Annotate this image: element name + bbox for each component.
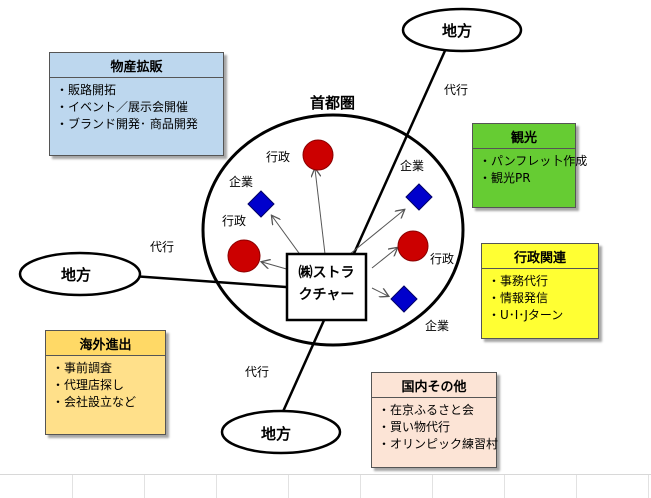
gov-label-right: 行政: [430, 252, 455, 266]
box-kanko-item: ・観光PR: [479, 171, 531, 185]
box-gyosei-item: ・事務代行: [488, 274, 549, 288]
corp-diamond-bottom: [390, 285, 418, 313]
region-left-ellipse: [18, 251, 142, 297]
box-gyosei-title: 行政関連: [482, 244, 598, 269]
proxy-label-bottom: 代行: [245, 365, 270, 379]
arrow-to-gov-left: [262, 262, 291, 271]
box-bussan-item: ・イベント／展示会開催: [56, 100, 189, 114]
gov-label-top: 行政: [266, 150, 291, 164]
metro-label: 首都圏: [310, 94, 356, 112]
region-top-label: 地方: [442, 22, 473, 40]
arrow-to-corp-right: [349, 210, 404, 255]
region-bottom-label: 地方: [261, 425, 292, 443]
gov-circle-right: [397, 230, 429, 262]
company-box: [285, 252, 368, 322]
arrow-to-gov-right: [371, 248, 397, 269]
box-kokunai: 国内その他 ・在京ふるさと会 ・買い物代行 ・オリンピック練習村: [371, 372, 499, 468]
corp-label-left: 企業: [229, 175, 254, 189]
corp-label-bottom: 企業: [425, 319, 450, 333]
company-label: ㈱ストラ クチャー: [287, 262, 366, 306]
line-region-top: [266, 43, 450, 446]
proxy-label-left: 代行: [150, 240, 175, 254]
arrow-to-corp-bottom: [371, 287, 388, 296]
box-bussan-item: ・販路開拓: [56, 83, 117, 97]
box-gyosei-item: ・情報発信: [488, 291, 549, 305]
region-left-label: 地方: [61, 266, 92, 284]
gov-label-left: 行政: [222, 214, 247, 228]
box-bussan: 物産拡販 ・販路開拓 ・イベント／展示会開催 ・ブランド開発･ 商品開発: [49, 52, 224, 156]
corp-diamond-right: [405, 183, 433, 211]
sheet-grid-row: [0, 474, 651, 498]
box-kokunai-item: ・オリンピック練習村: [378, 437, 499, 451]
box-gyosei-item: ・U･I･Jターン: [488, 308, 564, 322]
box-kaigai-item: ・会社設立など: [52, 395, 137, 409]
box-kaigai-item: ・事前調査: [52, 361, 113, 375]
box-kaigai-item: ・代理店探し: [52, 378, 125, 392]
corp-label-right: 企業: [400, 159, 425, 173]
box-kanko-title: 観光: [473, 124, 575, 149]
region-top-ellipse: [401, 7, 523, 53]
company-label-line1: ㈱ストラ: [298, 265, 355, 281]
arrow-to-gov-top: [315, 169, 326, 255]
box-bussan-item: ・ブランド開発･ 商品開発: [56, 117, 198, 131]
arrow-to-corp-left: [272, 216, 305, 261]
box-gyosei: 行政関連 ・事務代行 ・情報発信 ・U･I･Jターン: [481, 243, 599, 339]
box-kokunai-item: ・買い物代行: [378, 420, 451, 434]
box-kokunai-title: 国内その他: [372, 373, 496, 398]
company-label-line2: クチャー: [298, 287, 355, 303]
box-kaigai: 海外進出 ・事前調査 ・代理店探し ・会社設立など: [45, 330, 166, 435]
gov-circle-left: [227, 239, 261, 273]
corp-diamond-left: [247, 190, 275, 218]
box-bussan-title: 物産拡販: [50, 53, 223, 78]
proxy-label-top: 代行: [444, 83, 469, 97]
box-kanko: 観光 ・パンフレッ卜作成 ・観光PR: [472, 123, 588, 208]
gov-circle-top: [302, 139, 334, 171]
box-kokunai-item: ・在京ふるさと会: [378, 403, 475, 417]
box-kaigai-title: 海外進出: [46, 331, 165, 356]
region-bottom-ellipse: [220, 409, 342, 455]
metro-circle: [201, 113, 465, 347]
box-kanko-item: ・パンフレッ卜作成: [479, 154, 588, 168]
